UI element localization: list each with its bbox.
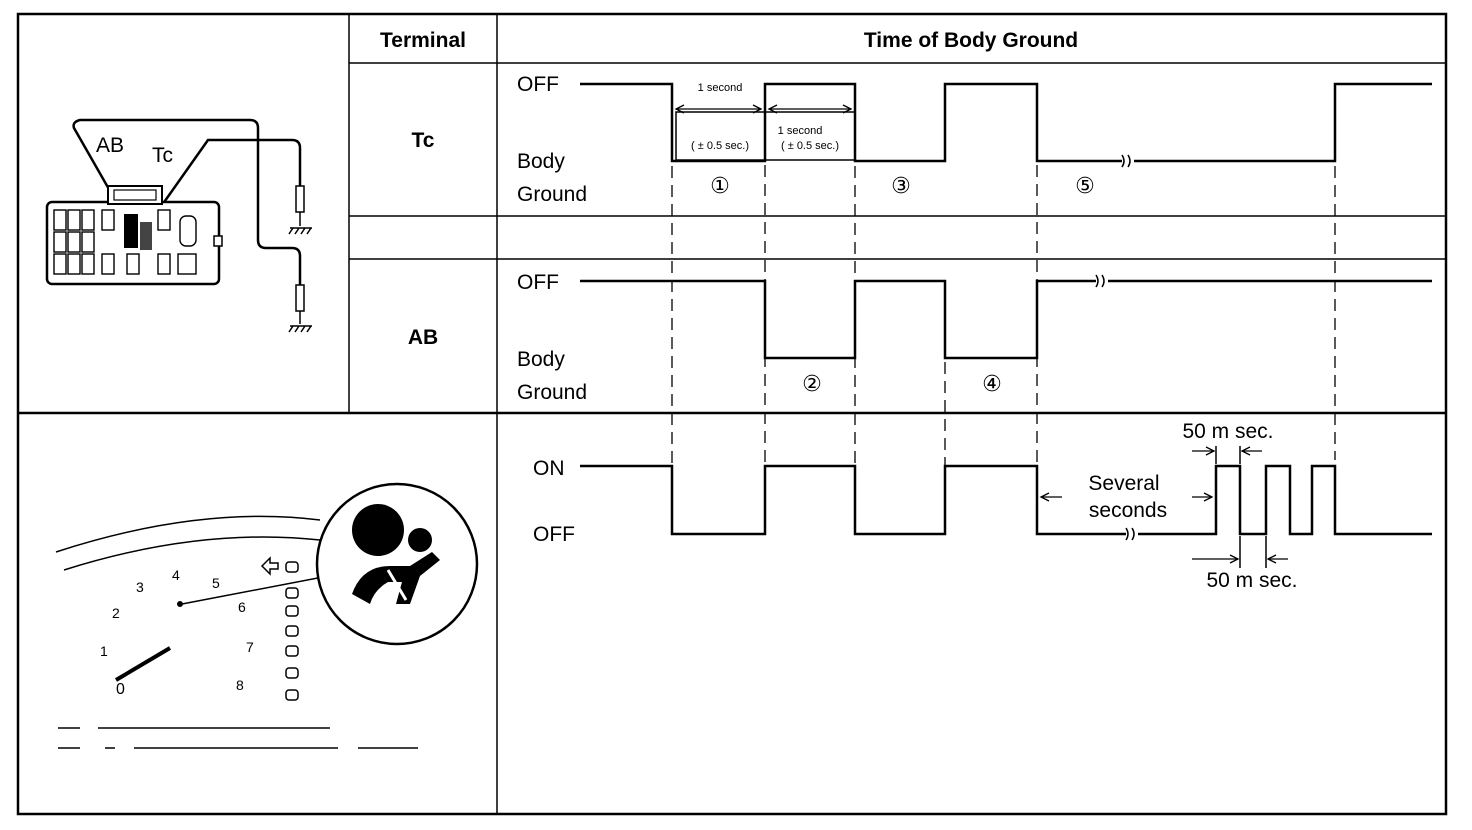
terminal-ab-label: AB [408, 326, 438, 349]
step-5: ⑤ [1075, 173, 1095, 198]
connector-ab-label: AB [96, 134, 124, 157]
instrument-cluster-illustration: 0 1 2 3 4 5 6 7 8 [55, 482, 479, 749]
warning-lamp-waveform [580, 464, 1432, 541]
ab-waveform [580, 274, 1432, 360]
meter-tick-5: 5 [212, 575, 220, 591]
terminal-tc-label: Tc [412, 129, 435, 152]
several-label: Several [1088, 472, 1159, 495]
seconds-label: seconds [1089, 499, 1167, 522]
meter-tick-8: 8 [236, 677, 244, 693]
lamp-off-label: OFF [533, 523, 575, 546]
tc-timing-annotations: 1 second ( ± 0.5 sec.) 1 second ( ± 0.5 … [674, 82, 856, 161]
tc-waveform [580, 82, 1432, 168]
meter-tick-4: 4 [172, 567, 180, 583]
connector-tc-label: Tc [152, 144, 173, 167]
terminal-column-header: Terminal [380, 29, 466, 52]
meter-tick-3: 3 [136, 579, 144, 595]
meter-tick-1: 1 [100, 643, 108, 659]
one-second-label-1: 1 second [698, 82, 743, 94]
fifty-ms-bottom-label: 50 m sec. [1206, 569, 1297, 592]
tc-body-label: Body [517, 150, 565, 173]
step-3: ③ [891, 173, 911, 198]
meter-tick-0: 0 [116, 681, 125, 698]
step-1: ① [710, 173, 730, 198]
diagnostic-connector-illustration: AB Tc [45, 118, 312, 333]
table-grid [16, 12, 1448, 816]
fifty-ms-top-label: 50 m sec. [1182, 420, 1273, 443]
ab-off-label: OFF [517, 271, 559, 294]
meter-tick-7: 7 [246, 639, 254, 655]
meter-tick-6: 6 [238, 599, 246, 615]
lamp-on-label: ON [533, 457, 565, 480]
lamp-timing-annotations: Several seconds 50 m sec. 50 m sec. [1039, 420, 1298, 592]
step-2: ② [802, 371, 822, 396]
step-4: ④ [982, 371, 1002, 396]
ab-ground-label: Ground [517, 381, 587, 404]
ab-body-label: Body [517, 348, 565, 371]
one-second-label-2: 1 second [778, 125, 823, 137]
speedometer-tick-labels: 0 1 2 3 4 5 6 7 8 [100, 567, 254, 698]
tolerance-label-1: ( ± 0.5 sec.) [691, 140, 749, 152]
timing-guides [671, 90, 1336, 530]
meter-tick-2: 2 [112, 605, 120, 621]
airbag-warning-lamp-icon [315, 482, 479, 646]
tc-ground-label: Ground [517, 183, 587, 206]
tolerance-label-2: ( ± 0.5 sec.) [781, 140, 839, 152]
time-of-body-ground-header: Time of Body Ground [864, 29, 1078, 52]
tc-off-label: OFF [517, 73, 559, 96]
